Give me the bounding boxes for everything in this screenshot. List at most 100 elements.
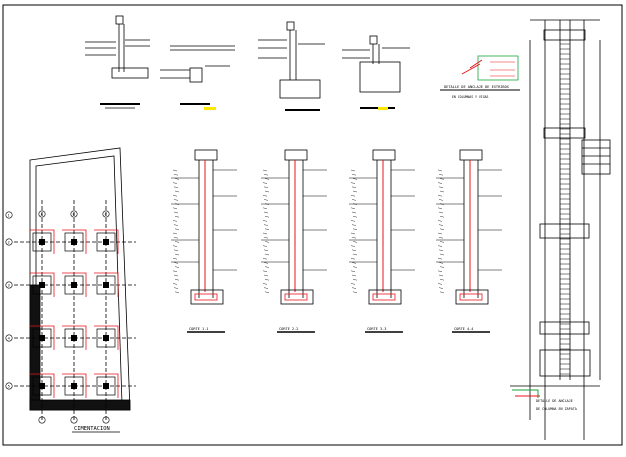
- footing-detail-4: [342, 35, 410, 109]
- soil-hatch: [262, 232, 268, 235]
- soil-hatch: [352, 203, 358, 205]
- soil-hatch: [437, 169, 443, 172]
- soil-hatch: [437, 220, 443, 222]
- soil-hatch: [350, 270, 356, 272]
- soil-hatch: [437, 258, 443, 260]
- soil-hatch: [174, 203, 180, 205]
- soil-hatch: [351, 249, 357, 251]
- slab-cap: [284, 149, 308, 161]
- footing-rebar: [94, 272, 119, 297]
- soil-hatch: [174, 291, 180, 293]
- soil-hatch: [351, 174, 357, 176]
- soil-hatch: [351, 224, 357, 226]
- axis-number: 2: [8, 240, 10, 244]
- soil-hatch: [262, 283, 268, 285]
- soil-hatch: [173, 237, 179, 239]
- soil-hatch: [262, 182, 268, 184]
- footing-rebar: [62, 229, 87, 254]
- soil-hatch: [172, 220, 178, 222]
- soil-hatch: [172, 270, 178, 272]
- soil-hatch: [263, 224, 269, 226]
- soil-hatch: [439, 291, 445, 293]
- axis-bubble: [5, 281, 13, 289]
- soil-hatch: [437, 232, 443, 235]
- soil-hatch: [350, 258, 356, 260]
- soil-hatch: [438, 211, 444, 214]
- soil-hatch: [264, 203, 270, 205]
- soil-hatch: [437, 270, 443, 272]
- soil-hatch: [350, 169, 356, 172]
- soil-hatch: [174, 279, 180, 281]
- footing-rebar: [62, 373, 87, 398]
- column-mark: [103, 335, 109, 341]
- soil-hatch: [174, 266, 180, 268]
- soil-hatch: [173, 199, 179, 201]
- footing-rebar: [62, 272, 87, 297]
- soil-hatch: [173, 262, 179, 264]
- soil-hatch: [264, 178, 270, 180]
- soil-hatch: [262, 245, 268, 247]
- soil-hatch: [262, 270, 268, 272]
- axis-bubble: [5, 334, 13, 342]
- footing-pad: [32, 275, 52, 295]
- soil-hatch: [174, 216, 180, 218]
- wall-section: CORTE 1-1: [171, 149, 237, 333]
- soil-hatch: [438, 287, 444, 289]
- soil-hatch: [439, 190, 445, 193]
- soil-hatch: [172, 169, 178, 172]
- footing-rebar: [372, 293, 396, 301]
- soil-hatch: [263, 211, 269, 214]
- column-mark: [71, 282, 77, 288]
- soil-hatch: [262, 195, 268, 197]
- soil-hatch: [173, 224, 179, 226]
- stirrup-detail-sublabel: EN COLUMNAS Y VIGAS: [452, 95, 489, 99]
- soil-hatch: [350, 283, 356, 285]
- soil-hatch: [262, 258, 268, 260]
- soil-hatch: [264, 291, 270, 293]
- footing-rebar: [30, 229, 55, 254]
- soil-hatch: [174, 190, 180, 193]
- strip-footing: [280, 289, 314, 305]
- stirrup-detail-label: DETALLE DE ANCLAJE DE ESTRIBOS: [444, 85, 509, 89]
- axis-letter: B: [73, 212, 75, 216]
- strip-footing: [368, 289, 402, 305]
- soil-hatch: [172, 258, 178, 260]
- soil-hatch: [263, 199, 269, 201]
- soil-hatch: [439, 253, 445, 256]
- soil-hatch: [437, 207, 443, 209]
- column-mark: [39, 239, 45, 245]
- anchor-bar-green: [512, 389, 539, 398]
- soil-hatch: [352, 190, 358, 193]
- soil-hatch: [263, 174, 269, 176]
- soil-hatch: [351, 211, 357, 214]
- column-mark: [71, 383, 77, 389]
- soil-hatch: [172, 195, 178, 197]
- soil-hatch: [351, 186, 357, 188]
- soil-hatch: [439, 178, 445, 180]
- footing-pad: [64, 376, 84, 396]
- footing-rebar: [62, 325, 87, 350]
- soil-hatch: [173, 211, 179, 214]
- column-mark: [71, 335, 77, 341]
- soil-hatch: [350, 245, 356, 247]
- axis-bubble: [102, 416, 110, 424]
- column-detail-sublabel: DE COLUMNA EN ZAPATA: [536, 407, 577, 411]
- soil-hatch: [264, 241, 270, 243]
- soil-hatch: [439, 203, 445, 205]
- footing-pad: [64, 232, 84, 252]
- footing-rebar: [459, 293, 483, 301]
- soil-hatch: [263, 274, 269, 277]
- soil-hatch: [264, 216, 270, 218]
- section-label: CORTE 2-2: [279, 327, 298, 331]
- axis-bubble: [102, 210, 110, 218]
- axis-bubble: [70, 416, 78, 424]
- column-mark: [103, 383, 109, 389]
- soil-hatch: [439, 279, 445, 281]
- footing-detail-3: [258, 21, 325, 111]
- axis-bubble: [5, 382, 13, 390]
- soil-hatch: [352, 266, 358, 268]
- axis-letter: A: [41, 212, 44, 216]
- footing-rebar: [94, 373, 119, 398]
